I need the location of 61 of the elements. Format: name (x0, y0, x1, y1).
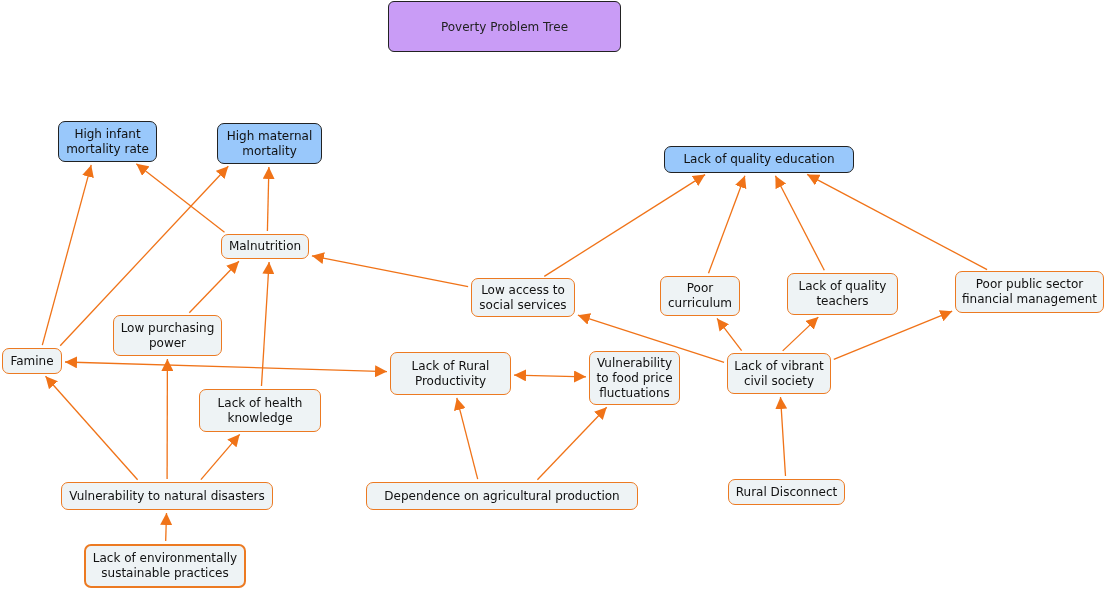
node-text: Lack of Rural Productivity (410, 358, 491, 389)
node-text: Low purchasing power (119, 320, 216, 351)
node-text: Lack of health knowledge (216, 395, 304, 426)
arrow (188, 260, 240, 314)
node-text: Malnutrition (228, 239, 302, 254)
arrow (806, 173, 988, 271)
cause-box (660, 276, 740, 316)
node-text: Vulnerability to natural disasters (69, 488, 265, 504)
arrow (782, 316, 819, 352)
arrow (543, 173, 706, 278)
cause-box (84, 544, 246, 588)
node-text: Dependence on agricultural production (384, 488, 620, 504)
cause-box (955, 271, 1104, 313)
title-box: Poverty Problem Tree (388, 1, 621, 52)
arrow (161, 358, 174, 480)
cause-box (221, 234, 309, 259)
arrow (135, 163, 226, 233)
cause-box (61, 482, 273, 510)
cause-box (113, 315, 222, 356)
node-text: Rural Disconnect (735, 484, 838, 500)
cause-box (787, 273, 898, 315)
arrow (513, 369, 587, 383)
arrow (41, 164, 94, 346)
arrow (833, 310, 953, 361)
arrow (311, 252, 469, 288)
node-text: High infant mortality rate (65, 126, 150, 157)
effect-box (664, 146, 854, 173)
cause-box (727, 353, 831, 394)
node-text: Vulnerability to food price fluctuations (595, 355, 674, 401)
node-text: Lack of environmentally sustainable practices (91, 551, 239, 581)
arrow (716, 317, 743, 352)
node-text: Poor curriculum (667, 281, 733, 311)
arrow (64, 356, 388, 378)
node-text: Lack of vibrant civil society (733, 358, 825, 389)
arrow (774, 175, 825, 271)
arrow (454, 397, 479, 480)
arrow (262, 166, 275, 232)
node-text: High maternal mortality (225, 128, 314, 159)
cause-box (728, 479, 845, 505)
arrow (200, 433, 241, 481)
arrow (577, 313, 725, 363)
cause-box (390, 352, 511, 395)
node-text: Poor public sector financial management (961, 277, 1098, 307)
arrow (59, 165, 229, 347)
node-text: Lack of quality teachers (797, 279, 888, 309)
arrow (160, 512, 173, 542)
arrow (707, 175, 747, 274)
effect-box (58, 121, 157, 162)
cause-box (589, 351, 680, 405)
node-text: Lack of quality education (683, 152, 835, 167)
node-text: Famine (10, 353, 54, 369)
cause-box (2, 348, 62, 374)
arrow (775, 396, 788, 477)
cause-box (366, 482, 638, 510)
arrow (44, 375, 139, 481)
node-text: Low access to social services (478, 282, 568, 313)
arrow (536, 406, 608, 481)
cause-box (199, 389, 321, 432)
arrow (260, 261, 275, 387)
effect-box (217, 123, 322, 164)
cause-box (471, 278, 575, 317)
